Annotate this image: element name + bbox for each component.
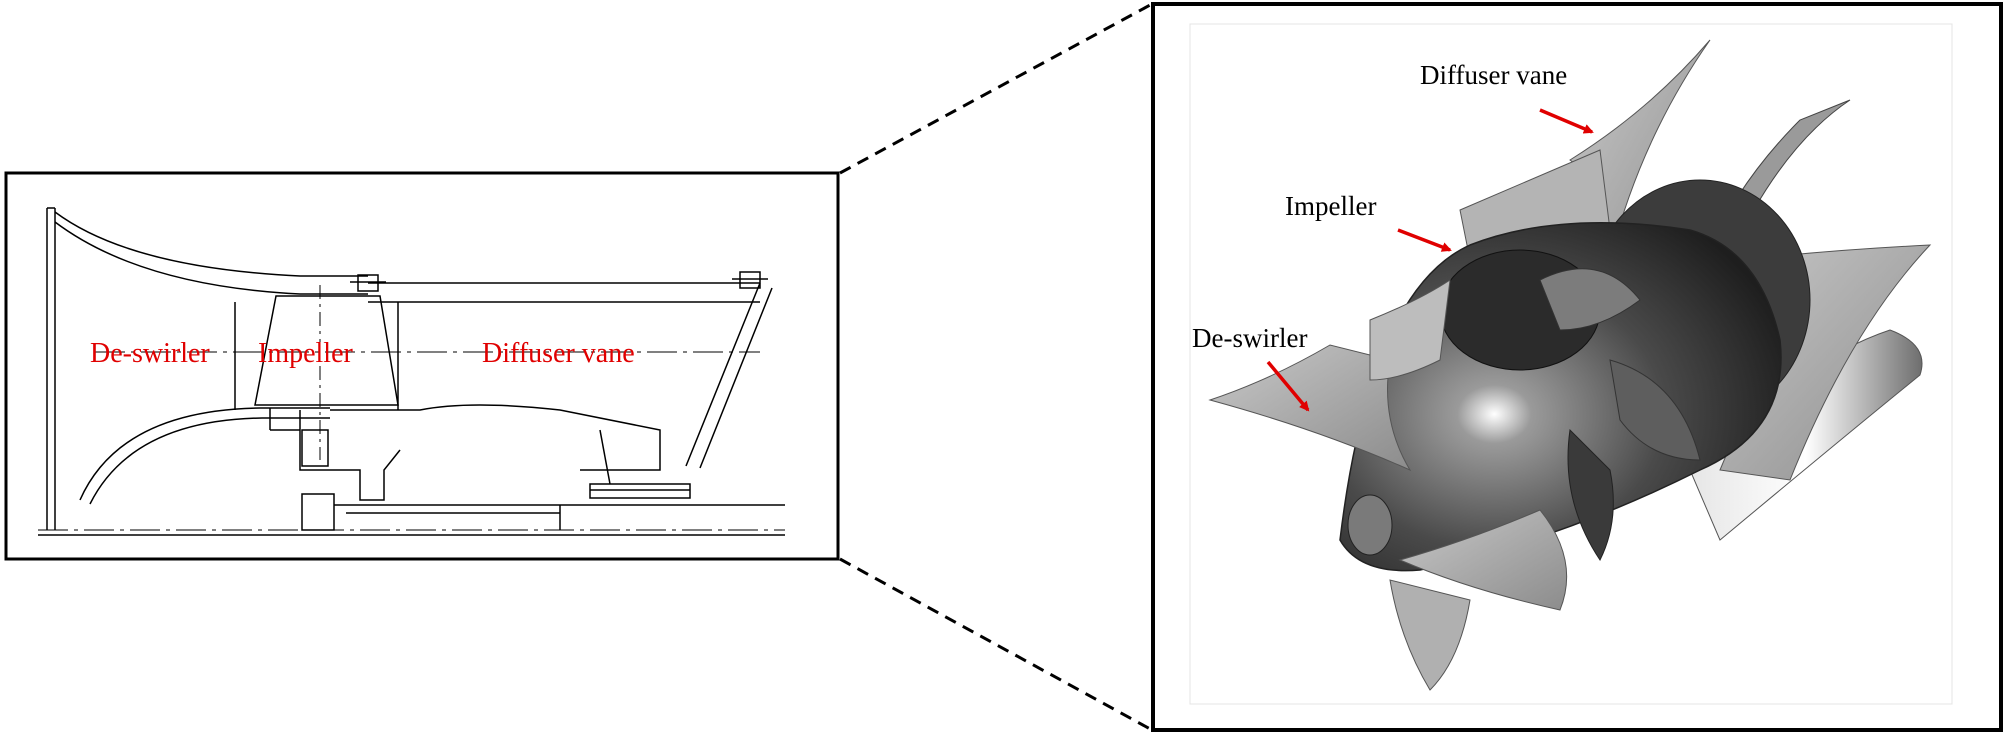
cross-section-frame: [4, 171, 840, 561]
cross-section-label-diffuser: Diffuser vane: [482, 338, 635, 369]
render-panel: Diffuser vane Impeller De-swirler: [1151, 2, 2003, 732]
cross-section-label-deswirler: De-swirler: [90, 338, 210, 369]
render-arrow-impeller: [1397, 228, 1452, 252]
callout-lines: [839, 2, 1153, 732]
render-arrow-diffuser: [1539, 108, 1594, 134]
impeller-blade-1: [1539, 268, 1641, 331]
deswirler-vane-2: [1369, 278, 1451, 381]
deswirler-vane-4: [1389, 579, 1471, 691]
deswirler-vane-3: [1398, 509, 1568, 611]
impeller-blade-2: [1609, 359, 1701, 461]
cross-section-panel: De-swirler Impeller Diffuser vane: [4, 171, 840, 561]
deswirler-vane-1: [1208, 344, 1412, 472]
render-label-impeller: Impeller: [1285, 191, 1376, 221]
rotor-model: [1208, 39, 1932, 691]
cross-section-drawing: [38, 207, 785, 536]
cross-section-label-impeller: Impeller: [258, 338, 354, 369]
impeller-blade-3: [1567, 428, 1614, 561]
render-label-diffuser: Diffuser vane: [1420, 60, 1567, 90]
render-label-deswirler: De-swirler: [1192, 323, 1307, 353]
callout-line-bottom: [839, 557, 1153, 732]
callout-line-top: [839, 2, 1153, 175]
render-arrow-deswirler: [1266, 360, 1310, 412]
rotor-nose: [1347, 494, 1393, 556]
